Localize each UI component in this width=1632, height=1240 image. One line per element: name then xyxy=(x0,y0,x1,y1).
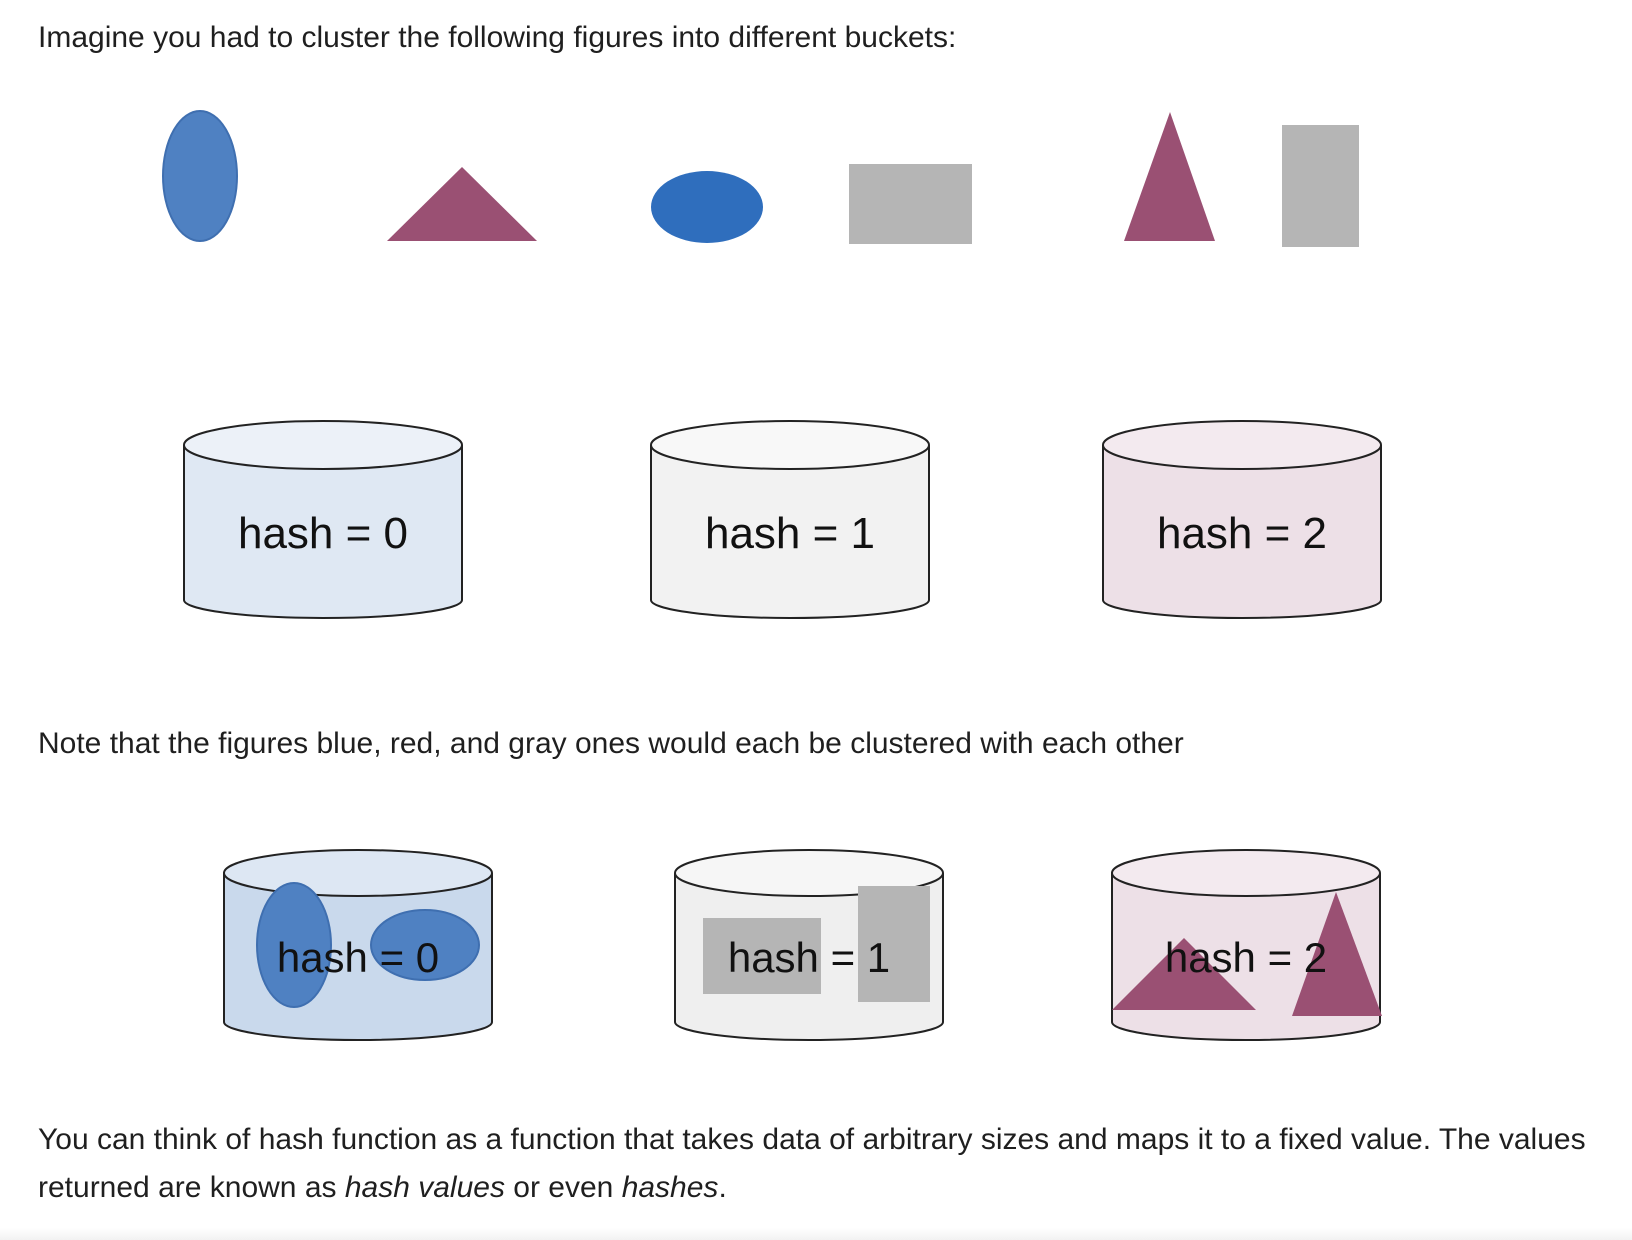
figure-gray-wide-rectangle xyxy=(703,918,821,994)
bucket-hash-0-empty: hash = 0 xyxy=(183,420,463,619)
bucket-label: hash = 0 xyxy=(238,509,408,558)
figure-blue-vertical-ellipse xyxy=(162,110,238,242)
loose-figures xyxy=(162,110,1359,247)
term-hashes: hashes xyxy=(621,1171,719,1204)
figure-blue-horizontal-ellipse xyxy=(651,171,763,243)
figure-red-tall-triangle xyxy=(1292,892,1382,1016)
outro-text: You can think of hash function as a func… xyxy=(38,1116,1598,1212)
figure-red-wide-triangle xyxy=(387,167,537,241)
bucket-label: hash = 0 xyxy=(277,934,439,981)
figure-red-wide-triangle xyxy=(1112,938,1256,1010)
bucket-hash-1-filled: hash = 1 xyxy=(674,849,944,1041)
figure-gray-tall-rectangle xyxy=(1282,125,1359,247)
bucket-hash-1-empty: hash = 1 xyxy=(650,420,930,619)
bucket-label: hash = 1 xyxy=(728,934,890,981)
outro-part3: . xyxy=(718,1171,727,1204)
note-text: Note that the figures blue, red, and gra… xyxy=(38,727,1184,760)
bucket-hash-2-filled: hash = 2 xyxy=(1111,849,1382,1041)
figure-gray-wide-rectangle xyxy=(849,164,972,244)
intro-text: Imagine you had to cluster the following… xyxy=(38,21,957,54)
figure-gray-tall-rectangle xyxy=(858,886,930,1002)
outro-part2: or even xyxy=(504,1171,622,1204)
bucket-label: hash = 2 xyxy=(1165,934,1327,981)
bucket-hash-2-empty: hash = 2 xyxy=(1102,420,1382,619)
term-hash-values: hash values xyxy=(344,1171,505,1204)
figure-red-tall-triangle xyxy=(1124,112,1215,241)
bottom-fade xyxy=(0,1228,1632,1240)
bucket-label: hash = 1 xyxy=(705,509,875,558)
figure-blue-horizontal-ellipse xyxy=(370,909,480,981)
bucket-hash-0-filled: hash = 0 xyxy=(223,849,493,1041)
figure-blue-vertical-ellipse xyxy=(256,882,332,1008)
outro-part1: You can think of hash function as a func… xyxy=(38,1123,1586,1204)
bucket-label: hash = 2 xyxy=(1157,509,1327,558)
